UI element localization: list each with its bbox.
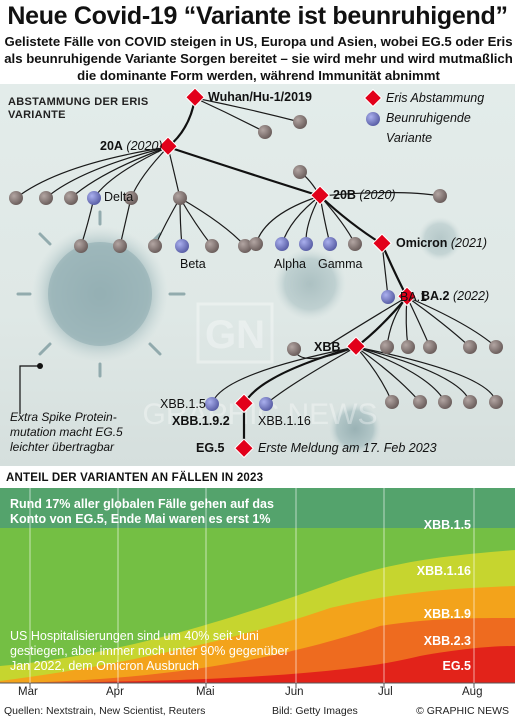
node-xbb15: XBB.1.5 — [160, 397, 206, 411]
image-credit: Bild: Getty Images — [272, 705, 358, 717]
label-delta: Delta — [104, 190, 134, 204]
node-wuhan: Wuhan/Hu-1/2019 — [208, 90, 312, 104]
node-ba2: BA.2 (2022) — [421, 289, 490, 303]
lineage-tree-graphic: GN GRAPHIC NEWS — [9, 87, 503, 459]
node-20b: 20B (2020) — [333, 188, 396, 202]
month-aug: Aug — [462, 686, 483, 698]
concern-dots — [37, 191, 395, 411]
month-mar: Mar — [18, 686, 38, 698]
label-alpha: Alpha — [274, 257, 306, 271]
spike-note-1: Extra Spike Protein- — [10, 410, 117, 424]
legend-lineage-label: Eris Abstammung — [386, 91, 485, 105]
month-jul: Jul — [378, 686, 393, 698]
tree-heading-line1: ABSTAMMUNG DER ERIS — [8, 96, 149, 108]
eg5-first-report-note: Erste Meldung am 17. Feb 2023 — [258, 441, 437, 455]
node-ba1: BA.1 — [400, 290, 428, 304]
label-xbb19: XBB.1.9 — [423, 607, 471, 621]
copyright: © GRAPHIC NEWS — [416, 705, 509, 717]
svg-text:GN: GN — [205, 313, 265, 357]
variant-share-chart: ANTEIL DER VARIANTEN AN FÄLLEN IN 2023 R… — [0, 466, 515, 720]
label-xbb116: XBB.1.16 — [416, 564, 471, 578]
label-xbb15: XBB.1.5 — [423, 518, 471, 532]
month-jun: Jun — [285, 686, 304, 698]
label-gamma: Gamma — [318, 257, 363, 271]
variant-share-area — [0, 488, 515, 688]
legend-concern-label-2: Variante — [386, 131, 433, 145]
eg5-share-note: Rund 17% aller globalen Fälle gehen auf … — [10, 497, 274, 526]
spike-note-2: mutation macht EG.5 — [10, 425, 123, 439]
label-xbb23: XBB.2.3 — [423, 634, 471, 648]
month-apr: Apr — [106, 686, 124, 698]
hospitalization-note: US Hospitalisierungen sind um 40% seit J… — [10, 629, 289, 673]
lineage-diamonds — [158, 87, 417, 459]
footer: Quellen: Nextstrain, New Scientist, Reut… — [0, 704, 515, 720]
node-xbb116: XBB.1.16 — [258, 414, 311, 428]
month-mai: Mai — [196, 686, 215, 698]
chart-title: ANTEIL DER VARIANTEN AN FÄLLEN IN 2023 — [6, 472, 264, 484]
node-xbb: XBB — [314, 340, 341, 354]
node-omicron: Omicron (2021) — [396, 236, 488, 250]
node-eg5: EG.5 — [196, 441, 225, 455]
node-20a: 20A (2020) — [100, 139, 163, 153]
page-title: Neue Covid-19 “Variante ist beunruhigend… — [7, 2, 508, 30]
sources-text: Quellen: Nextstrain, New Scientist, Reut… — [4, 705, 206, 717]
lineage-tree-panel: GN GRAPHIC NEWS — [0, 84, 515, 466]
variant-dots — [9, 115, 503, 409]
band-eg5 — [0, 646, 515, 683]
virus-illustration — [16, 210, 462, 455]
label-eg5: EG.5 — [442, 659, 472, 673]
label-beta: Beta — [180, 257, 206, 271]
month-ticks — [29, 683, 475, 688]
spike-note-3: leichter übertragbar — [10, 440, 115, 454]
legend-concern-dot — [366, 112, 380, 126]
tree-heading-line2: VARIANTE — [8, 109, 66, 121]
page-subtitle: Gelistete Fälle von COVID steigen in US,… — [4, 34, 513, 83]
gn-watermark: GN GRAPHIC NEWS — [142, 302, 378, 431]
legend-concern-label-1: Beunruhigende — [386, 111, 471, 125]
node-xbb192: XBB.1.9.2 — [172, 414, 230, 428]
